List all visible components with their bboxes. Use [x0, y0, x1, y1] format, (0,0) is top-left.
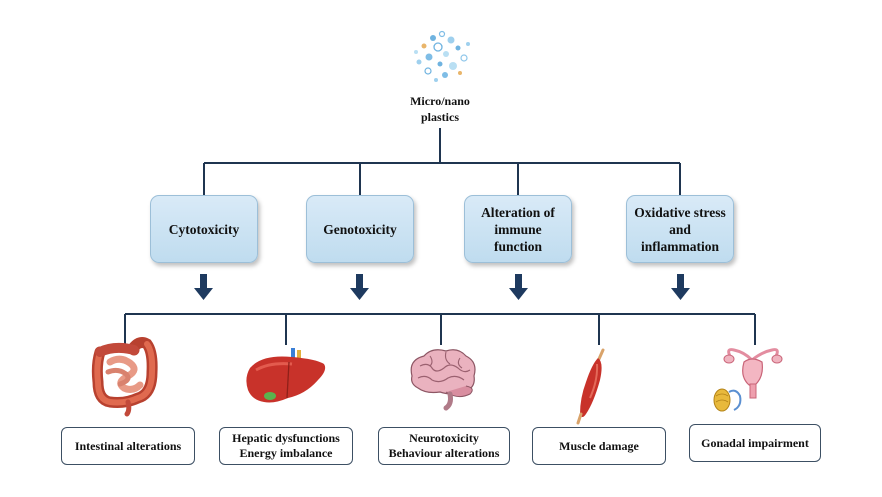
source-label: Micro/nano plastics [380, 93, 500, 125]
mechanism-genotoxicity: Genotoxicity [306, 195, 414, 263]
effect-neuro: Neurotoxicity Behaviour alterations [378, 427, 510, 465]
effect-label: Muscle damage [559, 438, 639, 453]
down-arrow-icon [509, 274, 528, 300]
top-connector-lines [203, 128, 681, 195]
effect-muscle: Muscle damage [532, 427, 666, 465]
bottom-connector-lines [124, 313, 756, 345]
mechanism-oxidative-stress: Oxidative stress and inflammation [626, 195, 734, 263]
mechanism-immune-function: Alteration of immune function [464, 195, 572, 263]
liver-icon [246, 348, 326, 403]
brain-icon [410, 349, 476, 411]
mechanism-label: Oxidative stress and inflammation [634, 204, 726, 254]
effect-label-line-2: Energy imbalance [239, 446, 333, 460]
effect-label-line-1: Hepatic dysfunctions [232, 431, 340, 445]
source-label-line-1: Micro/nano [410, 94, 470, 108]
effect-gonadal: Gonadal impairment [689, 424, 821, 462]
effect-label: Gonadal impairment [701, 435, 809, 450]
down-arrow-icon [350, 274, 369, 300]
effect-label-line-1: Neurotoxicity [409, 431, 479, 445]
micro-nano-particles-icon [414, 30, 470, 82]
intestine-icon [91, 337, 158, 417]
down-arrow-icon [671, 274, 690, 300]
mechanism-cytotoxicity: Cytotoxicity [150, 195, 258, 263]
mechanism-label: Genotoxicity [323, 221, 397, 237]
reproductive-organs-icon [713, 348, 783, 412]
effect-intestinal: Intestinal alterations [61, 427, 195, 465]
down-arrows [194, 274, 690, 300]
mechanism-label: Alteration of immune function [481, 204, 555, 254]
muscle-icon [576, 348, 605, 425]
effect-label: Intestinal alterations [74, 438, 182, 453]
effect-label-line-2: Behaviour alterations [388, 446, 500, 460]
down-arrow-icon [194, 274, 213, 300]
source-label-line-2: plastics [420, 110, 459, 124]
mechanism-label: Cytotoxicity [168, 221, 240, 237]
effect-hepatic: Hepatic dysfunctions Energy imbalance [219, 427, 353, 465]
